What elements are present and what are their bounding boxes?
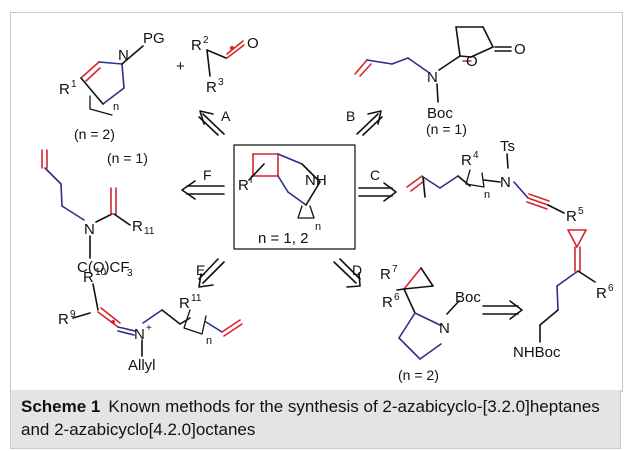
a-r1: R (59, 81, 70, 98)
e-r10: R (83, 269, 94, 286)
a-r2-sup: 2 (203, 35, 209, 46)
a-ring-red-1 (80, 61, 100, 79)
a-ring-red-2 (85, 67, 101, 82)
a-pg: PG (143, 30, 165, 47)
c-n: N (500, 174, 511, 191)
d-r7-sup: 7 (392, 264, 398, 275)
e-n-plus: + (146, 323, 152, 334)
f-n: N (84, 221, 95, 238)
f-acyl: C(O)CF (77, 259, 130, 276)
d-r6b: R (596, 285, 607, 302)
caption-label: Scheme 1 (21, 397, 101, 416)
b-note: (n = 1) (426, 121, 467, 137)
a-o: O (247, 35, 259, 52)
d-r6b-sup: 6 (608, 283, 614, 294)
b-n: N (427, 69, 438, 86)
bond-blue-3 (287, 191, 307, 206)
bond-ring-2 (301, 163, 321, 183)
e-n: N (134, 326, 145, 343)
c-ts: Ts (500, 138, 515, 155)
e-r11-sup: 11 (191, 293, 202, 304)
e-r9: R (58, 311, 69, 328)
d-r6-sup: 6 (394, 292, 400, 303)
b-o-ring: O (466, 53, 478, 70)
a-r2: R (191, 37, 202, 54)
a-r3: R (206, 79, 217, 96)
center-compound (233, 144, 356, 250)
e-allyl: Allyl (128, 357, 156, 374)
a-r1-sup: 1 (71, 79, 77, 90)
bond-blue-1 (277, 153, 303, 165)
a-r3-sup: 3 (218, 77, 224, 88)
e-r11: R (179, 295, 190, 312)
d-boc: Boc (455, 289, 481, 306)
c-r4-sup: 4 (473, 150, 479, 161)
route-a (80, 40, 245, 136)
c-sub-n: n (484, 189, 490, 201)
e-r9-sup: 9 (70, 309, 76, 320)
a-sub-n: n (113, 101, 119, 113)
caption-body: Known methods for the synthesis of 2-aza… (21, 397, 600, 439)
route-b (354, 26, 512, 136)
f-note: (n = 1) (107, 150, 148, 166)
d-r7: R (380, 266, 391, 283)
b-boc: Boc (427, 105, 453, 122)
f-r11: R (132, 218, 143, 235)
bond-ring-1 (305, 181, 321, 206)
d-note: (n = 2) (398, 367, 439, 383)
route-f (41, 149, 225, 259)
bond-ri (248, 163, 265, 181)
route-d-label: D (352, 262, 362, 278)
bond-blue-2 (277, 175, 289, 193)
center-sub-n: n (315, 221, 321, 233)
route-c (358, 153, 565, 214)
c-r5: R (566, 208, 577, 225)
e-r10-sup: 10 (95, 267, 107, 278)
route-e-label: E (196, 262, 205, 278)
bracket-n (297, 205, 315, 219)
a-n: N (118, 47, 129, 64)
route-b-label: B (346, 108, 355, 124)
c-r4: R (461, 152, 472, 169)
center-nh: NH (305, 172, 327, 189)
d-n: N (439, 320, 450, 337)
center-r: R (238, 177, 249, 194)
center-r-sup: i (250, 175, 252, 186)
route-e (72, 258, 243, 357)
f-acyl-sub: 3 (127, 268, 133, 279)
d-nhboc: NHBoc (513, 344, 561, 361)
a-plus: + (176, 58, 185, 75)
center-condition: n = 1, 2 (258, 230, 308, 247)
c-r5-sup: 5 (578, 206, 584, 217)
d-r6: R (382, 294, 393, 311)
route-f-label: F (203, 167, 212, 183)
a-n-note: (n = 2) (74, 126, 115, 142)
route-c-label: C (370, 167, 380, 183)
route-a-label: A (221, 108, 231, 124)
e-sub-n: n (206, 335, 212, 347)
f-r11-sup: 11 (144, 226, 155, 237)
b-o-carbonyl: O (514, 41, 526, 58)
route-d (333, 229, 596, 360)
